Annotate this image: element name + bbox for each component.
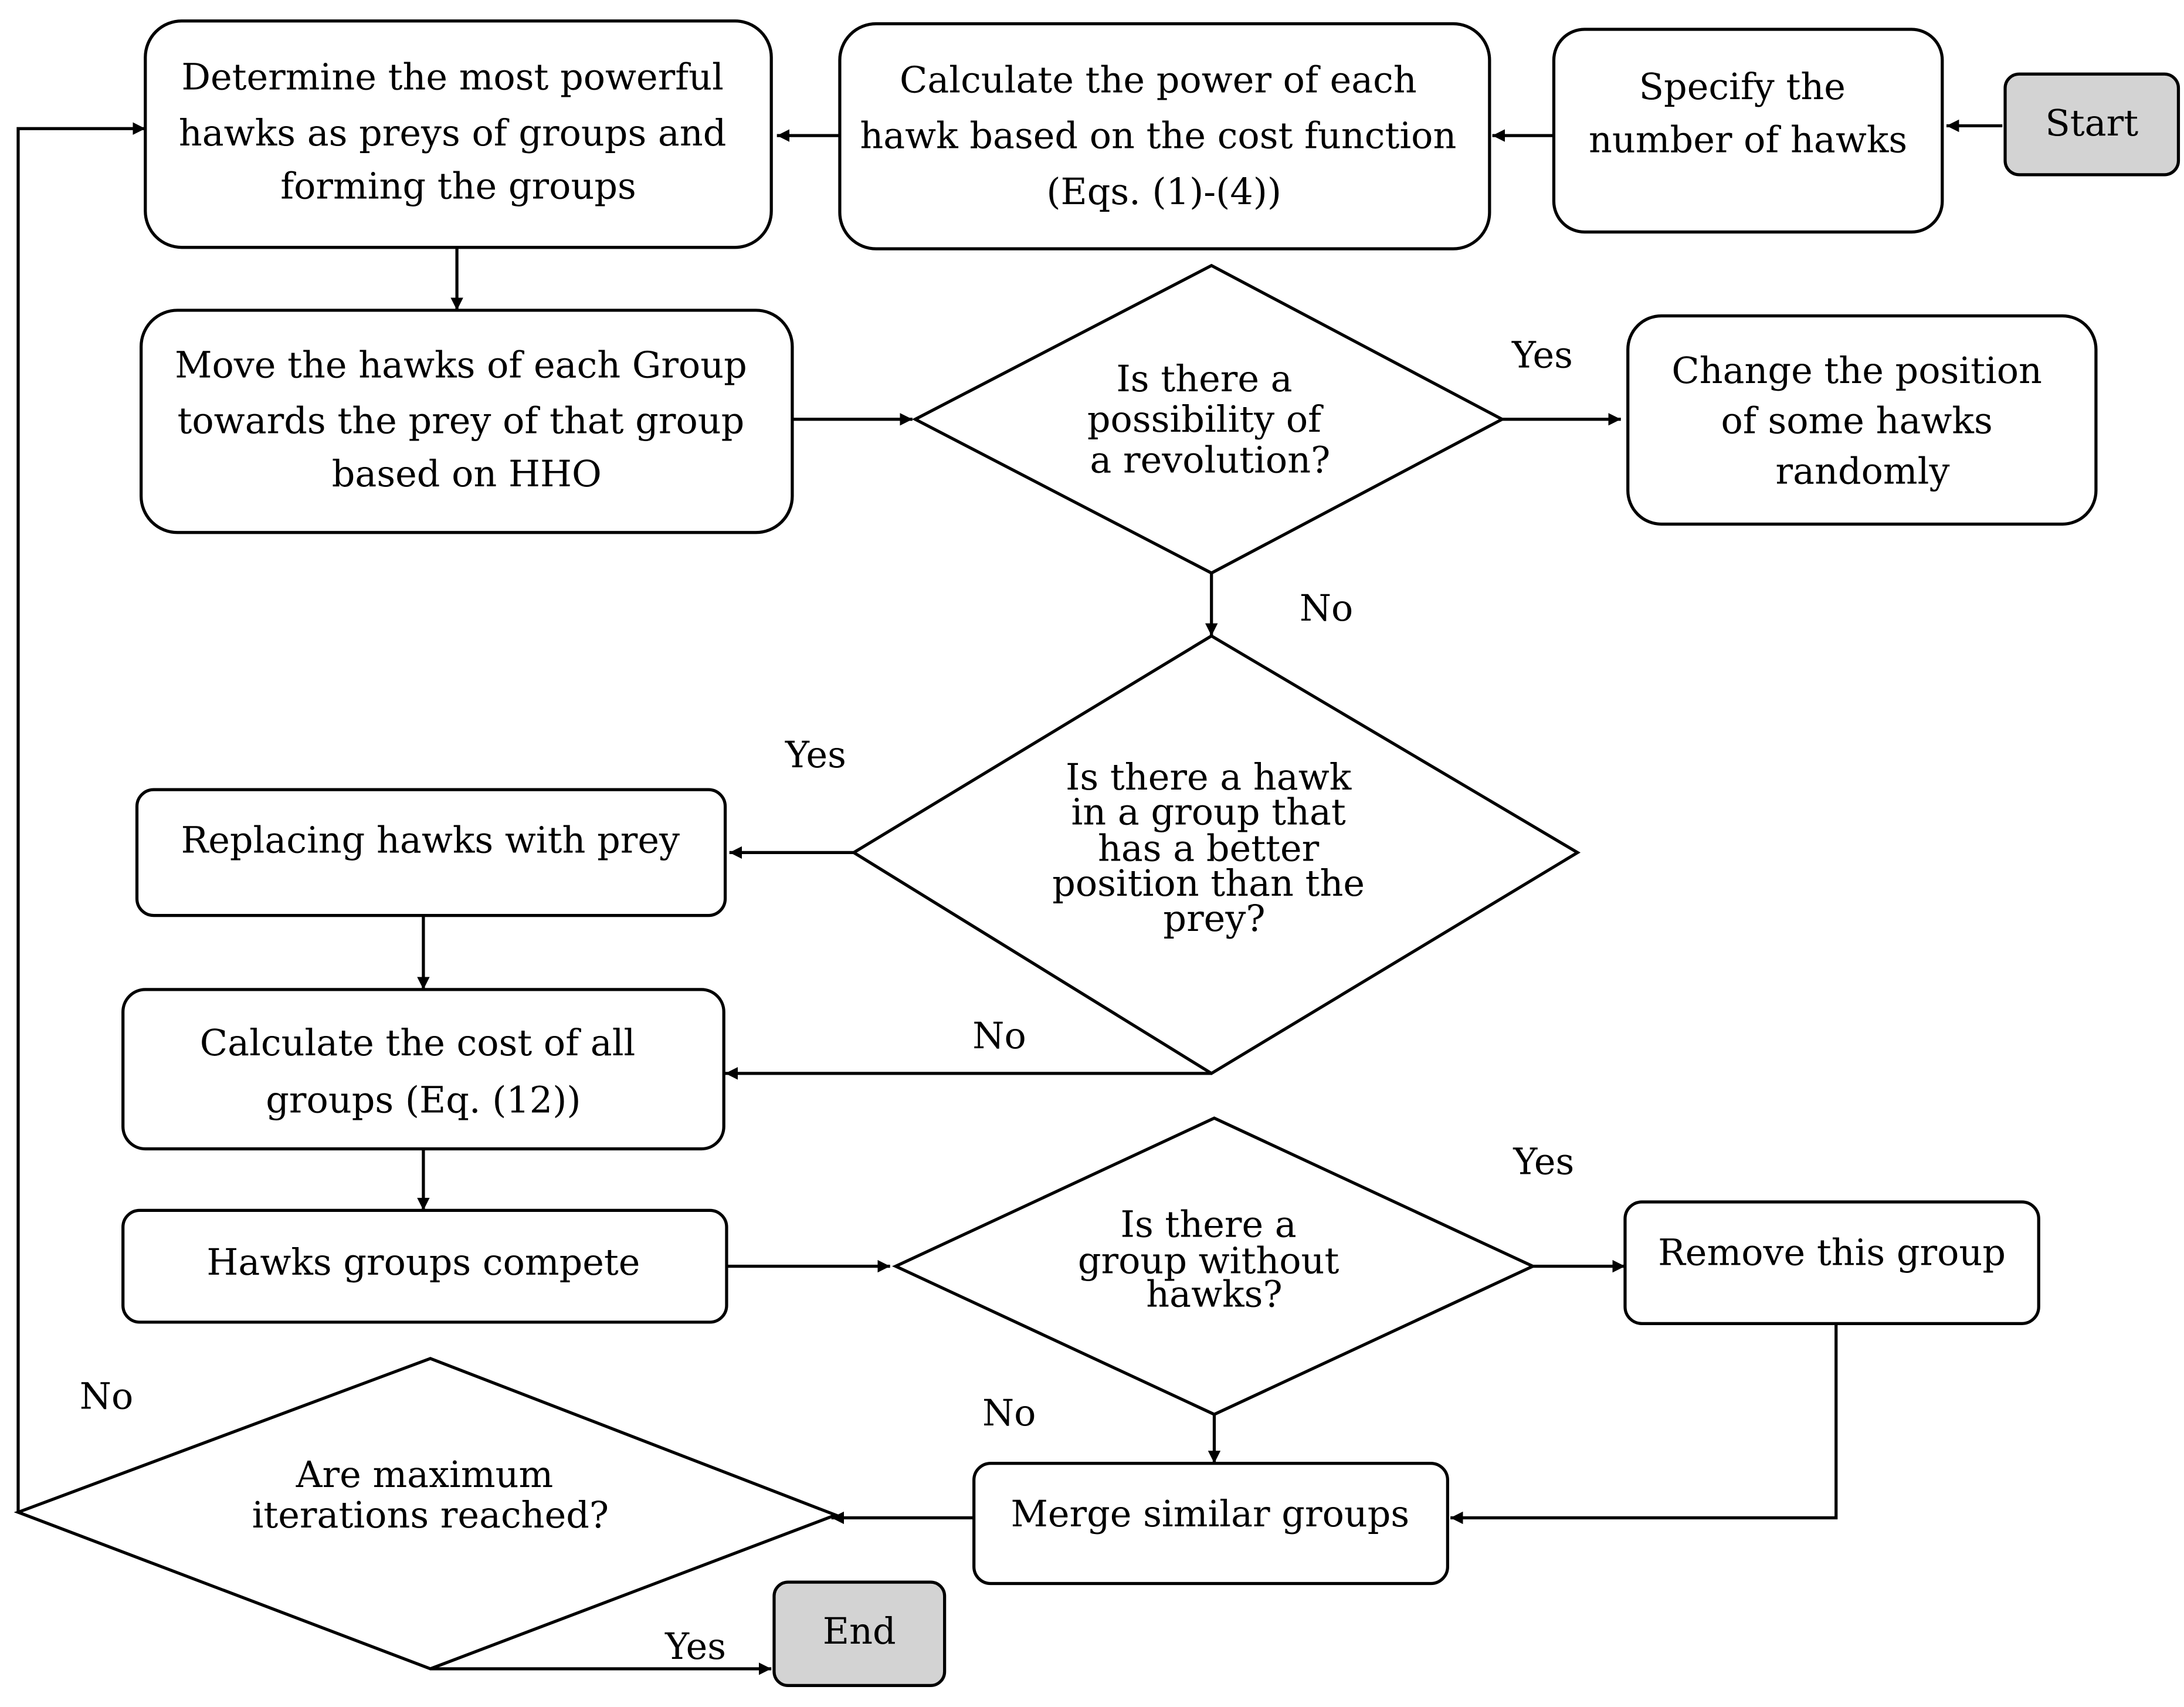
merge-box: [972, 1461, 1449, 1586]
move-label: Move the hawks of each Group towards the…: [175, 344, 758, 495]
change-position-label: Change the position of some hawks random…: [1671, 350, 2053, 493]
calc-power-label: Calculate the power of each hawk based o…: [860, 59, 1468, 213]
better-position-decision: [850, 634, 1581, 1075]
edge-labels: Yes No Yes No Yes No No Yes: [80, 334, 1574, 1668]
edge-remove-to-merge: [1450, 1323, 1838, 1525]
specify-box: [1552, 28, 1944, 234]
calc-power-box: [838, 22, 1491, 250]
determine-label: Determine the most powerful hawks as pre…: [179, 56, 738, 207]
empty-group-decision: [892, 1116, 1537, 1417]
end-label: End: [823, 1610, 896, 1652]
nodes: [13, 19, 2180, 1688]
max-iterations-question: Are maximum iterations reached?: [252, 1454, 609, 1536]
better-position-question: Is there a hawk in a group that has a be…: [1052, 756, 1376, 940]
remove-group-box: [1623, 1200, 2040, 1325]
empty-group-question: Is there a group without hawks?: [1078, 1204, 1351, 1316]
remove-group-label: Remove this group: [1658, 1231, 2006, 1274]
compete-label: Hawks groups compete: [206, 1241, 640, 1283]
specify-label: Specify the number of hawks: [1589, 66, 1907, 161]
move-box: [140, 309, 794, 534]
end-terminal: [772, 1580, 947, 1688]
change-position-box: [1626, 314, 2098, 526]
start-terminal: [2003, 72, 2180, 177]
empty-no-label: No: [982, 1392, 1036, 1434]
max-iterations-decision: [13, 1357, 840, 1671]
revolution-yes-label: Yes: [1511, 334, 1573, 377]
revolution-decision: [911, 263, 1505, 575]
start-label: Start: [2045, 102, 2138, 144]
compete-box: [121, 1208, 728, 1324]
replace-box: [135, 788, 727, 917]
max-no-label: No: [80, 1376, 134, 1418]
better-no-label: No: [972, 1015, 1026, 1057]
node-labels: Start Specify the number of hawks Calcul…: [175, 56, 2138, 1652]
revolution-question: Is there a possibility of a revolution?: [1087, 358, 1333, 481]
edges: [16, 119, 2003, 1675]
edge-max-no-loop: [16, 122, 145, 1512]
revolution-no-label: No: [1300, 587, 1354, 629]
calc-cost-label: Calculate the cost of all groups (Eq. (1…: [200, 1022, 647, 1122]
better-yes-label: Yes: [785, 734, 846, 776]
merge-label: Merge similar groups: [1010, 1493, 1409, 1535]
determine-box: [144, 19, 773, 249]
calc-cost-box: [121, 988, 725, 1151]
max-yes-label: Yes: [664, 1625, 726, 1668]
empty-yes-label: Yes: [1512, 1140, 1574, 1183]
replace-label: Replacing hawks with prey: [181, 819, 680, 861]
